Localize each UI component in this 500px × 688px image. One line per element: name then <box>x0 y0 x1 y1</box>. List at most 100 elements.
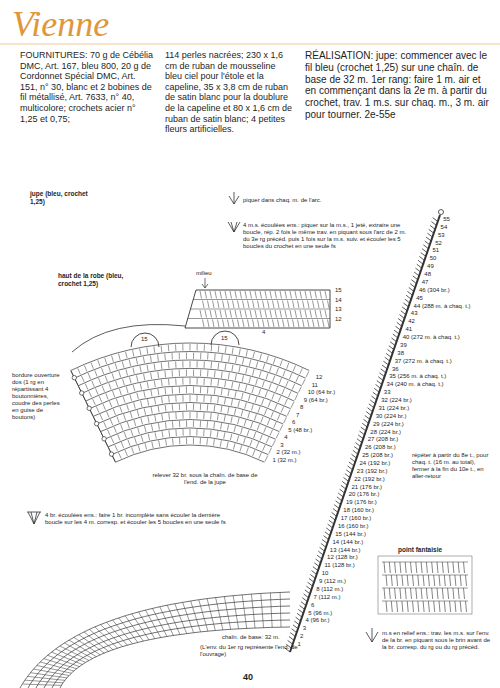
part-title: jupe (bleu, crochet 1,25) <box>30 190 100 205</box>
chain-stitch <box>357 439 362 443</box>
chain-stitch <box>348 466 353 470</box>
stitch-tick <box>114 427 116 433</box>
stitch-tick <box>224 597 225 604</box>
stitch-tick <box>183 429 184 436</box>
stitch-tick <box>116 381 118 387</box>
stitch-tick <box>54 658 60 660</box>
stitch-tick <box>266 373 268 379</box>
turn-loop <box>439 210 444 215</box>
stitch-tick <box>248 320 250 328</box>
row-number: 11 (128 br.) <box>324 562 354 569</box>
stitch-tick <box>405 588 406 599</box>
stitch-tick <box>240 445 242 451</box>
stitch-tick <box>179 421 180 428</box>
stitch-tick <box>266 437 269 443</box>
pearl-button <box>72 376 76 380</box>
chain-stitch <box>427 233 432 237</box>
stitch-tick <box>135 619 138 624</box>
stitch-tick <box>386 601 387 612</box>
stitch-tick <box>193 353 194 360</box>
stitch-tick <box>99 638 104 642</box>
stitch-tick <box>180 616 182 622</box>
stitch-tick <box>225 310 227 318</box>
stitch-tick <box>96 407 99 413</box>
stitch-tick <box>439 601 440 612</box>
stitch-tick <box>104 648 109 652</box>
stitch-tick <box>262 381 264 387</box>
stitch-tick <box>305 310 307 318</box>
stitch-tick <box>306 371 309 377</box>
stitch-tick <box>30 684 38 685</box>
stitch-tick <box>200 421 201 428</box>
stitch-tick <box>168 396 170 403</box>
stitch-tick <box>283 301 285 309</box>
stitch-tick <box>267 356 269 362</box>
stitch-tick <box>265 391 267 397</box>
chain-stitch <box>345 474 350 478</box>
stitch-tick <box>253 352 255 358</box>
stitch-tick <box>175 396 177 402</box>
row-number: 18 (160 br.) <box>343 507 374 514</box>
stitch-tick <box>466 575 467 586</box>
stitch-tick <box>213 301 215 309</box>
row-number: 35 (256 m. à chaq. t.) <box>389 373 446 380</box>
chain-stitch <box>341 485 346 489</box>
stitch-tick <box>114 638 118 642</box>
stitch-tick <box>231 416 232 422</box>
stitch-tick <box>94 640 99 644</box>
row-number: 4 <box>284 434 287 441</box>
stitch-tick <box>182 361 183 368</box>
stitch-tick <box>201 606 203 612</box>
stitch-tick <box>123 623 127 628</box>
stitch-tick <box>230 310 232 318</box>
stitch-tick <box>22 684 30 685</box>
stitch-tick <box>122 361 124 367</box>
stitch-tick <box>203 301 205 309</box>
stitch-tick <box>80 660 86 663</box>
stitch-tick <box>391 575 392 586</box>
chain-stitch <box>292 629 297 633</box>
stitch-tick <box>58 670 65 672</box>
stitch-tick <box>79 641 84 645</box>
chain-stitch <box>361 427 366 431</box>
stitch-tick <box>280 599 281 606</box>
chain-stitch <box>344 478 349 482</box>
stitch-tick <box>236 357 237 363</box>
stitch-tick <box>280 291 282 299</box>
stitch-tick <box>148 434 149 440</box>
stitch-tick <box>416 588 417 599</box>
stitch-tick <box>395 588 396 599</box>
stitch-tick <box>289 373 292 379</box>
stitch-tick <box>190 412 191 419</box>
stitch-tick <box>52 652 58 655</box>
stitch-tick <box>300 310 302 318</box>
chain-stitch <box>407 291 412 295</box>
row-arc <box>112 437 268 455</box>
stitch-tick <box>45 675 52 676</box>
stitch-tick <box>298 320 300 328</box>
stitch-tick <box>224 432 225 438</box>
stitch-tick <box>280 592 281 599</box>
stitch-tick <box>172 353 173 360</box>
stitch-tick <box>232 382 233 388</box>
repeat-count: 4 <box>262 329 265 336</box>
stitch-tick <box>253 369 255 375</box>
stitch-tick <box>193 387 194 394</box>
stitch-tick <box>56 649 62 652</box>
stitch-tick <box>96 388 99 394</box>
stitch-tick <box>119 389 121 395</box>
chain-stitch <box>431 222 436 226</box>
stitch-tick <box>444 575 445 586</box>
stitch-tick <box>113 409 115 415</box>
stitch-tick <box>270 600 271 607</box>
stitch-tick <box>89 636 94 640</box>
row-number: 4 (96 br.) <box>306 617 330 624</box>
stitch-tick <box>238 301 240 309</box>
chain-stitch <box>314 563 319 567</box>
stitch-tick <box>227 424 228 430</box>
stitch-tick <box>203 413 205 420</box>
stitch-tick <box>224 398 225 404</box>
stitch-tick <box>318 301 320 309</box>
stitch-tick <box>142 629 145 634</box>
stitch-tick <box>171 630 174 636</box>
